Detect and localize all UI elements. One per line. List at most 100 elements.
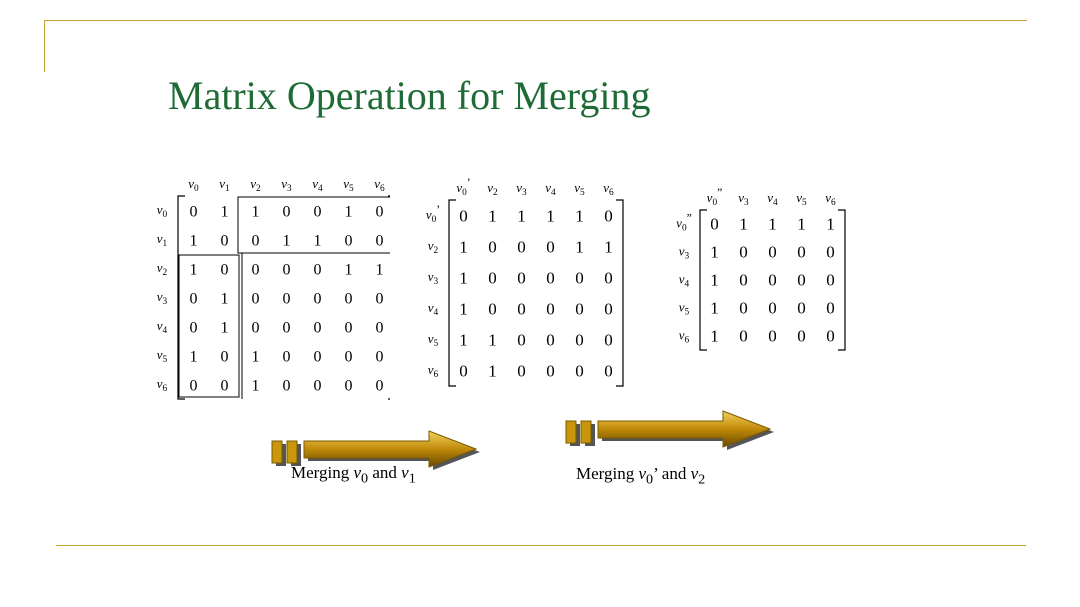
left-bracket bbox=[699, 209, 707, 351]
row-label-2: v3 bbox=[428, 269, 439, 287]
matrix-cell: 1 bbox=[739, 215, 748, 234]
row-label-4: v6 bbox=[679, 327, 690, 345]
col-label-4: v5 bbox=[574, 180, 585, 198]
col-label-1: v1 bbox=[219, 176, 230, 194]
col-label-1: v2 bbox=[487, 180, 498, 198]
matrix-cell: 0 bbox=[345, 232, 353, 249]
row-label-5: v5 bbox=[157, 347, 168, 365]
matrix-cell: 0 bbox=[517, 269, 526, 288]
matrix-cell: 0 bbox=[376, 348, 384, 365]
matrix-cell: 1 bbox=[488, 362, 497, 381]
matrix-cell: 0 bbox=[604, 362, 613, 381]
matrix-cell: 0 bbox=[376, 290, 384, 307]
matrix-cell: 0 bbox=[575, 300, 584, 319]
matrix-cell: 1 bbox=[252, 203, 260, 220]
left-bracket bbox=[177, 195, 185, 400]
row-label-1: v2 bbox=[428, 238, 439, 256]
matrix-cell: 0 bbox=[345, 319, 353, 336]
matrix-cell: 0 bbox=[190, 377, 198, 394]
matrix-cell: 0 bbox=[283, 290, 291, 307]
matrix-cell: 0 bbox=[768, 243, 777, 262]
matrix-cell: 1 bbox=[252, 377, 260, 394]
col-label-1: v3 bbox=[738, 190, 749, 208]
matrix-cell: 0 bbox=[517, 362, 526, 381]
matrix-cell: 0 bbox=[345, 290, 353, 307]
row-label-0: v0 bbox=[157, 202, 168, 220]
frame-left-line bbox=[44, 20, 45, 72]
row-label-0: v0’ bbox=[426, 203, 440, 225]
matrix-cell: 0 bbox=[190, 319, 198, 336]
matrix-cell: 0 bbox=[376, 232, 384, 249]
left-bracket bbox=[448, 199, 456, 387]
matrix-cell: 0 bbox=[546, 362, 555, 381]
matrix-cell: 0 bbox=[376, 203, 384, 220]
col-label-0: v0” bbox=[707, 186, 723, 208]
matrix-cell: 0 bbox=[459, 362, 468, 381]
matrix-cell: 0 bbox=[546, 300, 555, 319]
col-label-2: v3 bbox=[516, 180, 527, 198]
matrix-cell: 0 bbox=[345, 377, 353, 394]
matrix-cell: 1 bbox=[459, 269, 468, 288]
matrix-cell: 0 bbox=[252, 319, 260, 336]
right-bracket bbox=[838, 209, 846, 351]
matrix-cell: 1 bbox=[710, 243, 719, 262]
frame-top-line bbox=[44, 20, 1027, 21]
row-label-2: v2 bbox=[157, 260, 168, 278]
matrix-cell: 0 bbox=[826, 327, 835, 346]
col-label-3: v4 bbox=[545, 180, 556, 198]
matrix-cell: 0 bbox=[459, 207, 468, 226]
matrix-cell: 0 bbox=[575, 362, 584, 381]
matrix-cell: 0 bbox=[575, 331, 584, 350]
matrix-cell: 1 bbox=[517, 207, 526, 226]
matrix-cell: 0 bbox=[376, 377, 384, 394]
matrix-cell: 0 bbox=[546, 331, 555, 350]
matrix-cell: 1 bbox=[345, 261, 353, 278]
matrix-cell: 0 bbox=[604, 300, 613, 319]
matrix-cell: 0 bbox=[283, 261, 291, 278]
matrix-cell: 0 bbox=[739, 327, 748, 346]
col-label-5: v6 bbox=[603, 180, 614, 198]
matrix-cell: 0 bbox=[797, 271, 806, 290]
col-label-4: v6 bbox=[825, 190, 836, 208]
matrix-cell: 1 bbox=[488, 331, 497, 350]
matrix-cell: 0 bbox=[768, 271, 777, 290]
matrix-cell: 1 bbox=[459, 300, 468, 319]
row-label-3: v5 bbox=[679, 299, 690, 317]
matrix-cell: 0 bbox=[517, 238, 526, 257]
matrix-cell: 0 bbox=[283, 348, 291, 365]
col-label-0: v0’ bbox=[456, 176, 470, 198]
matrix-cell: 0 bbox=[252, 261, 260, 278]
highlight-box-cols bbox=[178, 254, 240, 398]
col-label-0: v0 bbox=[188, 176, 199, 194]
matrix-cell: 0 bbox=[797, 327, 806, 346]
matrix-cell: 0 bbox=[314, 348, 322, 365]
row-label-4: v4 bbox=[157, 318, 168, 336]
matrix-cell: 1 bbox=[826, 215, 835, 234]
matrix-cell: 0 bbox=[221, 377, 229, 394]
matrix-cell: 0 bbox=[314, 319, 322, 336]
frame-bottom-line bbox=[56, 545, 1026, 546]
row-label-4: v5 bbox=[428, 331, 439, 349]
matrix-cell: 1 bbox=[575, 207, 584, 226]
matrix-cell: 0 bbox=[575, 269, 584, 288]
matrix-cell: 0 bbox=[797, 299, 806, 318]
row-label-6: v6 bbox=[157, 376, 168, 394]
matrix-cell: 1 bbox=[283, 232, 291, 249]
row-label-3: v3 bbox=[157, 289, 168, 307]
matrix-cell: 1 bbox=[190, 261, 198, 278]
matrix-cell: 0 bbox=[826, 243, 835, 262]
matrix-cell: 0 bbox=[283, 203, 291, 220]
matrix-cell: 0 bbox=[517, 300, 526, 319]
caption-merge-2: Merging v0’ and v2 bbox=[576, 464, 706, 488]
matrix-cell: 0 bbox=[604, 331, 613, 350]
matrix-cell: 1 bbox=[710, 327, 719, 346]
matrix-cell: 1 bbox=[459, 238, 468, 257]
matrix-cell: 0 bbox=[252, 232, 260, 249]
matrix-cell: 0 bbox=[604, 269, 613, 288]
matrix-cell: 0 bbox=[826, 299, 835, 318]
matrix-cell: 1 bbox=[488, 207, 497, 226]
matrix-cell: 0 bbox=[517, 331, 526, 350]
matrix-cell: 1 bbox=[221, 203, 229, 220]
